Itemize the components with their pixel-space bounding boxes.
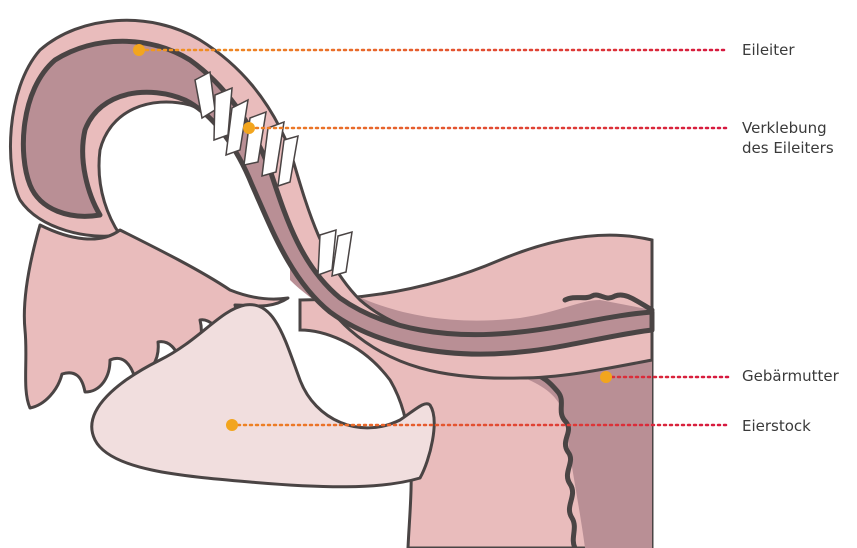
label-eierstock: Eierstock xyxy=(742,416,811,436)
label-verklebung-line1: Verklebung xyxy=(742,118,834,138)
label-eierstock-text: Eierstock xyxy=(742,416,811,436)
marker-dot-gebaermutter xyxy=(600,371,612,383)
label-verklebung: Verklebung des Eileiters xyxy=(742,118,834,158)
label-gebaermutter-text: Gebärmutter xyxy=(742,366,839,386)
label-eileiter-text: Eileiter xyxy=(742,40,795,60)
marker-dot-eileiter xyxy=(133,44,145,56)
label-gebaermutter: Gebärmutter xyxy=(742,366,839,386)
label-eileiter: Eileiter xyxy=(742,40,795,60)
marker-dot-eierstock xyxy=(226,419,238,431)
marker-dot-verklebung xyxy=(243,122,255,134)
label-verklebung-line2: des Eileiters xyxy=(742,138,834,158)
